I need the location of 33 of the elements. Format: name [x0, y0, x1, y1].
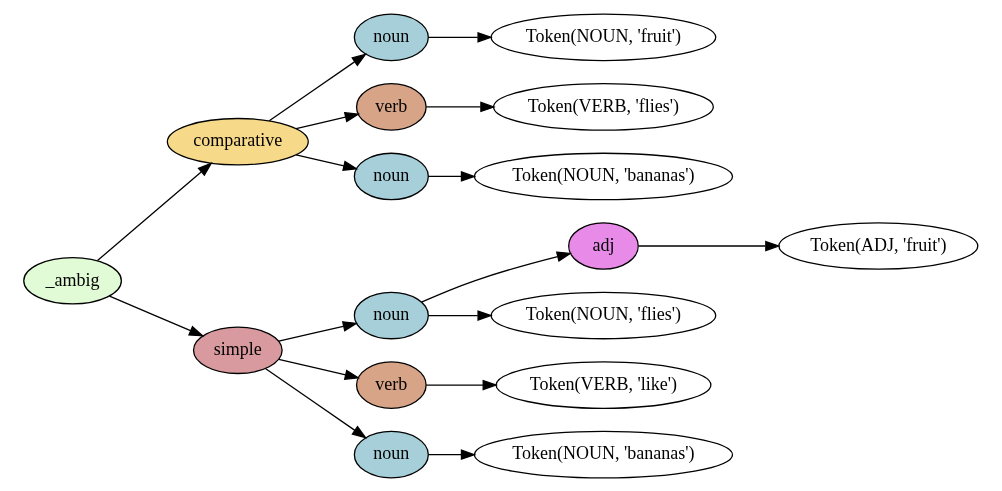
node-ellipse: adj	[568, 221, 639, 270]
arrow	[278, 320, 359, 342]
arrow	[427, 31, 493, 43]
arrow	[427, 309, 493, 321]
node-ellipse: _ambig	[23, 256, 122, 305]
node-ellipse: noun	[353, 13, 429, 61]
node-ellipse: noun	[353, 291, 429, 339]
arrow	[96, 161, 213, 261]
arrow	[638, 240, 781, 251]
node-ellipse: Token(ADJ, 'fruit')	[778, 221, 979, 270]
node-ellipse: Token(NOUN, 'bananas')	[473, 152, 734, 200]
node-ellipse: noun	[353, 152, 429, 200]
node-ellipse: noun	[353, 430, 429, 478]
node-ellipse: Token(VERB, 'like')	[495, 360, 712, 409]
arrow	[268, 52, 367, 121]
node-ellipse: Token(VERB, 'flies')	[492, 82, 714, 131]
arrow	[108, 294, 205, 337]
arrow	[420, 250, 573, 303]
arrow	[295, 153, 359, 171]
arrow	[427, 448, 477, 460]
arrow	[264, 367, 368, 439]
node-ellipse: Token(NOUN, 'bananas')	[473, 430, 734, 478]
node-ellipse: Token(NOUN, 'fruit')	[490, 13, 717, 61]
node-ellipse: simple	[192, 326, 283, 374]
node-ellipse: verb	[355, 82, 427, 131]
arrow	[425, 100, 496, 112]
node-ellipse: Token(NOUN, 'flies')	[490, 291, 717, 339]
node-ellipse: verb	[355, 360, 427, 409]
arrow	[278, 358, 361, 380]
arrow	[425, 379, 499, 391]
arrow	[427, 170, 477, 182]
node-ellipse: comparative	[166, 117, 309, 165]
arrow	[295, 111, 361, 129]
